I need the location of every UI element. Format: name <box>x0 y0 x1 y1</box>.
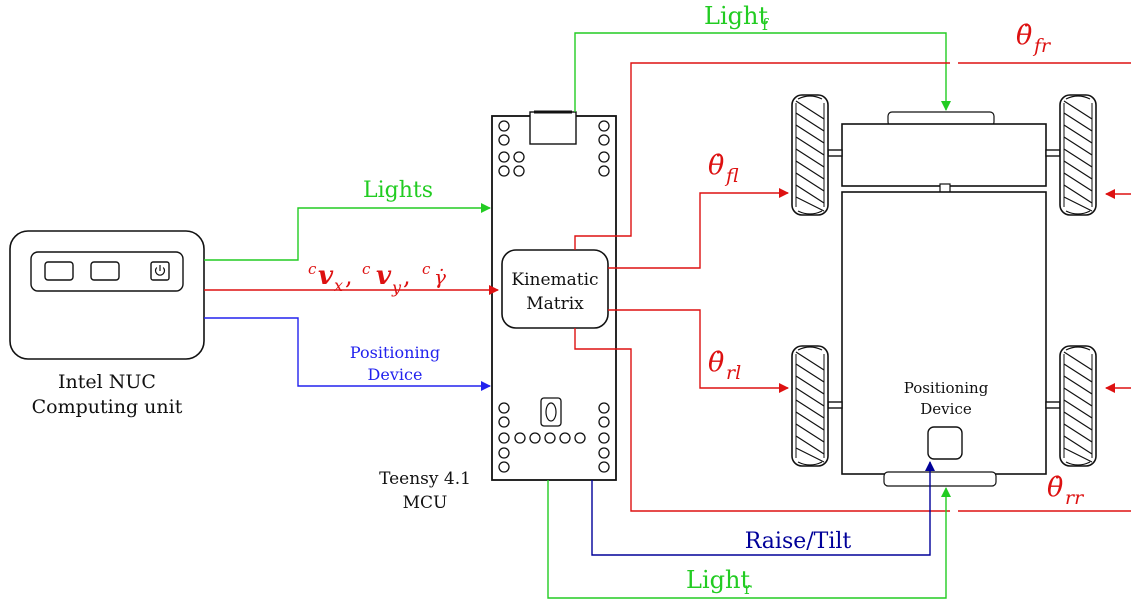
rear-left-wheel-icon <box>791 345 829 467</box>
theta-rr-label: θ̇ rr <box>1047 472 1085 509</box>
lights-wire <box>204 203 491 261</box>
usb-port-icon <box>44 261 74 281</box>
robot-positioning-line1: Positioning <box>904 379 989 397</box>
front-right-wheel-icon <box>1059 94 1097 216</box>
theta-rl-label: θ̇ rl <box>708 347 741 384</box>
velocity-label: c v x , c v y , c γ̇ <box>308 260 446 297</box>
theta-rr-wire <box>574 328 1131 512</box>
raise-tilt-wire <box>591 461 935 556</box>
light-rear-sub: r <box>744 579 752 598</box>
theta-fl-label: θ̇ fl <box>708 150 739 187</box>
nuc-body <box>9 230 205 360</box>
positioning-device-block <box>927 426 963 460</box>
theta-fl-wire <box>608 188 789 269</box>
velocity-comma1: , <box>345 262 353 290</box>
kinematic-matrix-block <box>501 249 609 329</box>
power-button-icon <box>150 261 170 281</box>
light-rear-wire <box>547 480 951 599</box>
nuc-label-line1: Intel NUC <box>58 371 156 393</box>
front-chassis <box>841 123 1047 187</box>
theta-fr-sub: fr <box>1032 35 1052 57</box>
usb-connector-icon <box>529 111 577 145</box>
theta-fl-symbol: θ̇ <box>708 150 724 181</box>
theta-fr-symbol: θ̇ <box>1016 20 1032 51</box>
positioning-wire-label-line1: Positioning <box>350 343 440 362</box>
positioning-wire <box>204 317 491 391</box>
mcu-label-line1: Teensy 4.1 <box>379 469 471 489</box>
theta-fr-wire <box>574 62 1131 250</box>
theta-rr-symbol: θ̇ <box>1047 472 1063 503</box>
velocity-y: y <box>391 278 402 297</box>
kinematic-label-line2: Matrix <box>526 294 584 314</box>
light-front-wire <box>574 32 951 112</box>
raise-tilt-label: Raise/Tilt <box>745 529 852 554</box>
mcu-pins <box>498 120 610 473</box>
velocity-x: x <box>334 276 343 295</box>
theta-rl-wire <box>608 309 789 393</box>
theta-rr-sub: rr <box>1065 487 1085 509</box>
velocity-c3: c <box>422 260 431 278</box>
light-front-sub: f <box>762 15 769 34</box>
theta-fl-sub: fl <box>724 165 739 187</box>
theta-fr-label: θ̇ fr <box>1016 20 1052 57</box>
light-front-base: Light <box>704 2 768 30</box>
theta-rl-symbol: θ̇ <box>708 347 724 378</box>
velocity-gamma-dot: γ̇ <box>434 265 446 289</box>
robot-positioning-line2: Device <box>920 400 972 418</box>
mobile-robot: Positioning Device <box>791 94 1097 487</box>
teensy-mcu: Kinematic Matrix Teensy 4.1 MCU <box>379 110 617 513</box>
rear-right-wheel-icon <box>1059 345 1097 467</box>
light-rear-label: Light r <box>686 566 752 598</box>
positioning-wire-label-line2: Device <box>368 365 423 384</box>
kinematic-label-line1: Kinematic <box>511 270 598 290</box>
nuc-label-line2: Computing unit <box>32 396 183 418</box>
velocity-v2: v <box>376 261 392 291</box>
lights-label: Lights <box>363 178 433 203</box>
mcu-label-line2: MCU <box>403 493 448 513</box>
velocity-comma2: , <box>403 262 411 290</box>
light-rear-base: Light <box>686 566 750 594</box>
mcu-button-icon <box>540 397 562 427</box>
velocity-c1: c <box>308 260 317 278</box>
rear-sensor-bar <box>883 471 997 487</box>
velocity-c2: c <box>362 260 371 278</box>
theta-rl-sub: rl <box>726 362 741 384</box>
usb-port-icon <box>90 261 120 281</box>
light-front-label: Light f <box>704 2 769 34</box>
intel-nuc: Intel NUC Computing unit <box>9 230 205 418</box>
velocity-v1: v <box>318 261 334 291</box>
front-left-wheel-icon <box>791 94 829 216</box>
